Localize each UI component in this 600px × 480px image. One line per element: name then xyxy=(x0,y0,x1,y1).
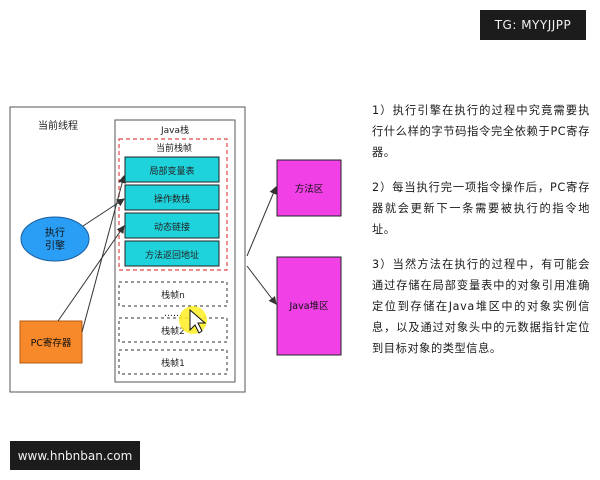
method-area: 方法区 xyxy=(276,159,342,217)
svg-text:操作数栈: 操作数栈 xyxy=(154,193,190,205)
current-thread-label: 当前线程 xyxy=(38,119,78,132)
telegram-watermark: TG: MYYJJPP xyxy=(480,10,586,40)
java-stack-label: Java栈 xyxy=(160,124,189,136)
arrow-pc-to-dynamic-link xyxy=(57,225,125,322)
note-3: 3）当然方法在执行的过程中，有可能会通过存储在局部变量表中的对象引用准确定位到存… xyxy=(372,258,590,355)
note-2: 2）每当执行完一项指令操作后，PC寄存器就会更新下一条需要被执行的指令地址。 xyxy=(372,181,590,236)
svg-text:栈帧1: 栈帧1 xyxy=(161,357,185,369)
arrow-pc-to-local-vars xyxy=(81,175,127,333)
site-watermark: www.hnbnban.com xyxy=(10,441,140,470)
arrow-to-method-area xyxy=(246,186,277,257)
frame-part-local-vars: 局部变量表 xyxy=(124,156,220,183)
notes-panel: 1）执行引擎在执行的过程中究竟需要执行什么样的字节码指令完全依赖于PC寄存器。 … xyxy=(372,100,590,373)
mouse-cursor-icon xyxy=(189,308,207,334)
execution-engine-label-line1: 执行 xyxy=(45,226,65,239)
frame-part-dynamic-link: 动态链接 xyxy=(124,212,220,239)
svg-text:动态链接: 动态链接 xyxy=(154,221,190,233)
frame-part-operand-stack: 操作数栈 xyxy=(124,184,220,211)
svg-text:Java堆区: Java堆区 xyxy=(288,301,329,312)
frame-n: 栈帧n xyxy=(118,281,228,307)
current-frame-label: 当前栈帧 xyxy=(156,142,192,154)
svg-text:局部变量表: 局部变量表 xyxy=(149,165,194,177)
execution-engine xyxy=(20,216,90,262)
arrow-engine-to-operand-stack xyxy=(82,198,125,227)
frame-2: 栈帧2 xyxy=(118,317,228,343)
frame-1: 栈帧1 xyxy=(118,349,228,375)
frame-ellipsis: …… xyxy=(164,309,182,319)
execution-engine-label-line2: 引擎 xyxy=(45,239,65,252)
svg-text:栈帧n: 栈帧n xyxy=(161,289,185,301)
svg-text:方法区: 方法区 xyxy=(295,183,324,195)
svg-text:栈帧2: 栈帧2 xyxy=(161,325,185,337)
java-heap: Java堆区 xyxy=(276,256,342,356)
note-1: 1）执行引擎在执行的过程中究竟需要执行什么样的字节码指令完全依赖于PC寄存器。 xyxy=(372,104,590,159)
svg-text:方法返回地址: 方法返回地址 xyxy=(145,249,199,261)
jvm-diagram: 当前线程 Java栈 当前栈帧 局部变量表 操作数栈 动态链接 方法返回地址 栈… xyxy=(9,106,342,393)
arrow-to-java-heap xyxy=(246,265,277,305)
frame-part-return-address: 方法返回地址 xyxy=(124,240,220,267)
pc-register xyxy=(19,320,83,364)
pc-register-label: PC寄存器 xyxy=(31,337,72,349)
